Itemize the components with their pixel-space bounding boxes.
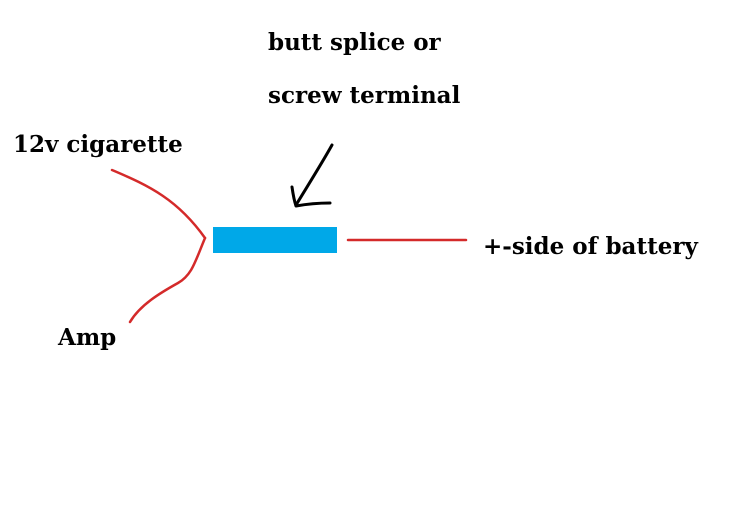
cigarette-label: 12v cigarette xyxy=(13,131,183,158)
battery-label: +-side of battery xyxy=(483,233,698,260)
amp-label: Amp xyxy=(58,324,117,351)
splice-label-line-2: screw terminal xyxy=(268,82,461,109)
cigarette-wire xyxy=(110,168,207,240)
splice-connector xyxy=(213,227,337,253)
splice-label-line-1: butt splice or xyxy=(268,29,441,56)
amp-wire xyxy=(128,236,207,324)
arrow-icon xyxy=(290,143,334,208)
